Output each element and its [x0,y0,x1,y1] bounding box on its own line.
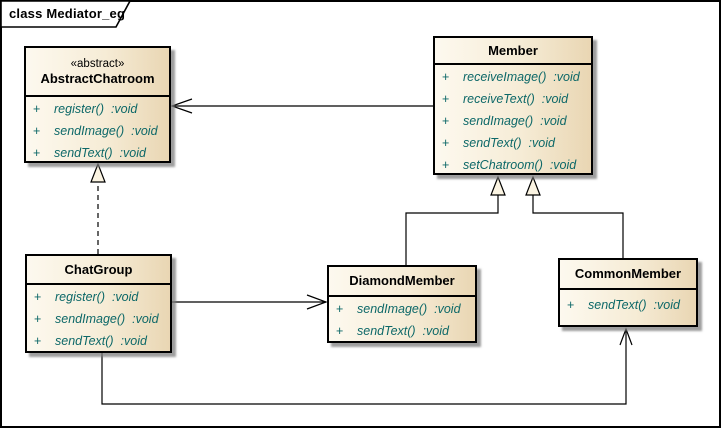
visibility: + [34,290,42,304]
method-row: + sendText() :void [26,142,169,164]
method-signature: sendText() :void [54,146,146,160]
visibility: + [336,324,344,338]
method-row: + setChatroom() :void [435,154,591,176]
stereotype-label: «abstract» [70,57,125,70]
class-name: CommonMember [574,266,682,281]
method-signature: setChatroom() :void [463,158,577,172]
visibility: + [34,334,42,348]
generalization-diamondmember-to-member[interactable] [405,175,506,265]
method-signature: register() :void [54,102,138,116]
methods-compartment: + sendImage() :void + sendText() :void [329,297,475,342]
methods-compartment: + receiveImage() :void + receiveText() :vo… [435,65,591,176]
method-row: + sendText() :void [560,294,696,316]
visibility: + [442,92,450,106]
method-signature: receiveImage() :void [463,70,580,84]
methods-compartment: + register() :void + sendImage() :void + se… [26,97,169,164]
class-name: Member [488,42,538,58]
visibility: + [336,302,344,316]
method-signature: sendText() :void [588,298,680,312]
visibility: + [442,114,450,128]
visibility: + [34,312,42,326]
method-signature: sendText() :void [55,334,147,348]
methods-compartment: + register() :void + sendImage() :void + se… [27,285,170,352]
method-row: + sendImage() :void [329,298,475,320]
class-header: «abstract» AbstractChatroom [26,48,169,97]
method-signature: receiveText() :void [463,92,569,106]
method-row: + register() :void [26,98,169,120]
methods-compartment: + sendText() :void [560,290,696,316]
diagram-title: class Mediator_eg [9,6,126,21]
method-signature: sendImage() :void [357,302,461,316]
method-signature: sendImage() :void [54,124,158,138]
association-chatgroup-to-commonmember[interactable] [101,327,633,405]
class-header: CommonMember [560,260,696,290]
visibility: + [33,102,41,116]
method-row: + sendImage() :void [435,110,591,132]
visibility: + [442,136,450,150]
class-box-commonmember[interactable]: CommonMember + sendText() :void [558,258,698,327]
method-row: + receiveImage() :void [435,66,591,88]
method-row: + receiveText() :void [435,88,591,110]
generalization-commonmember-to-member[interactable] [525,175,624,258]
class-name: DiamondMember [349,273,455,288]
class-header: DiamondMember [329,267,475,297]
method-row: + sendImage() :void [26,120,169,142]
method-signature: sendImage() :void [55,312,159,326]
method-row: + sendText() :void [329,320,475,342]
visibility: + [567,298,575,312]
class-header: Member [435,38,591,65]
class-name: ChatGroup [64,261,133,277]
association-member-to-abstractchatroom[interactable] [170,98,433,114]
class-box-diamondmember[interactable]: DiamondMember + sendImage() :void + sendTe… [327,265,477,343]
method-signature: sendText() :void [463,136,555,150]
class-box-member[interactable]: Member + receiveImage() :void + receiveTex… [433,36,593,175]
method-signature: sendText() :void [357,324,449,338]
visibility: + [33,146,41,160]
class-name: AbstractChatroom [40,70,155,86]
method-row: + sendImage() :void [27,308,170,330]
class-header: ChatGroup [27,256,170,285]
method-signature: register() :void [55,290,139,304]
method-row: + register() :void [27,286,170,308]
class-box-abstractchatroom[interactable]: «abstract» AbstractChatroom + register() … [24,46,171,163]
visibility: + [442,70,450,84]
realization-chatgroup-to-abstractchatroom[interactable] [90,162,106,254]
visibility: + [442,158,450,172]
visibility: + [33,124,41,138]
class-box-chatgroup[interactable]: ChatGroup + register() :void + sendImage()… [25,254,172,353]
method-row: + sendText() :void [27,330,170,352]
diagram-title-tab [0,0,132,28]
method-row: + sendText() :void [435,132,591,154]
association-chatgroup-to-diamondmember[interactable] [172,294,328,310]
method-signature: sendImage() :void [463,114,567,128]
